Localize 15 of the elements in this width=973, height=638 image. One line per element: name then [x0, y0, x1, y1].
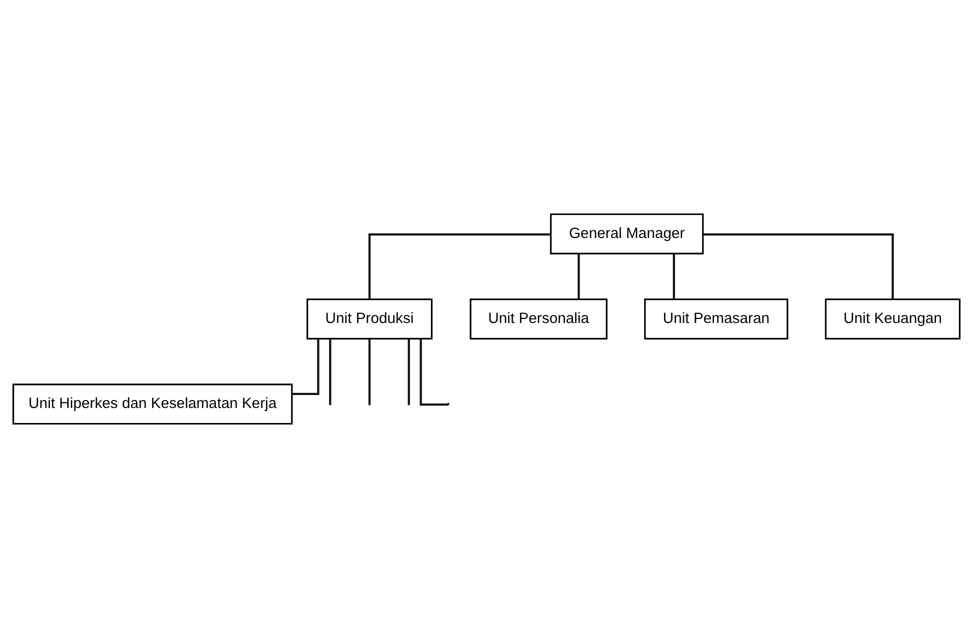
node-box: Unit Produksi — [306, 298, 433, 340]
connector — [672, 254, 675, 300]
connector — [329, 338, 332, 404]
node-box: Unit Hiperkes dan Keselamatan Kerja — [12, 384, 293, 425]
connector — [420, 338, 448, 406]
connector — [292, 338, 320, 396]
node-box: General Manager — [550, 213, 704, 254]
connector — [368, 233, 551, 299]
connector — [578, 254, 580, 300]
connector — [408, 338, 410, 404]
node-box: Unit Personalia — [470, 298, 608, 340]
connector — [368, 338, 371, 404]
connector — [703, 233, 894, 299]
node-box: Unit Keuangan — [824, 298, 961, 340]
node-box: Unit Pemasaran — [644, 298, 788, 340]
